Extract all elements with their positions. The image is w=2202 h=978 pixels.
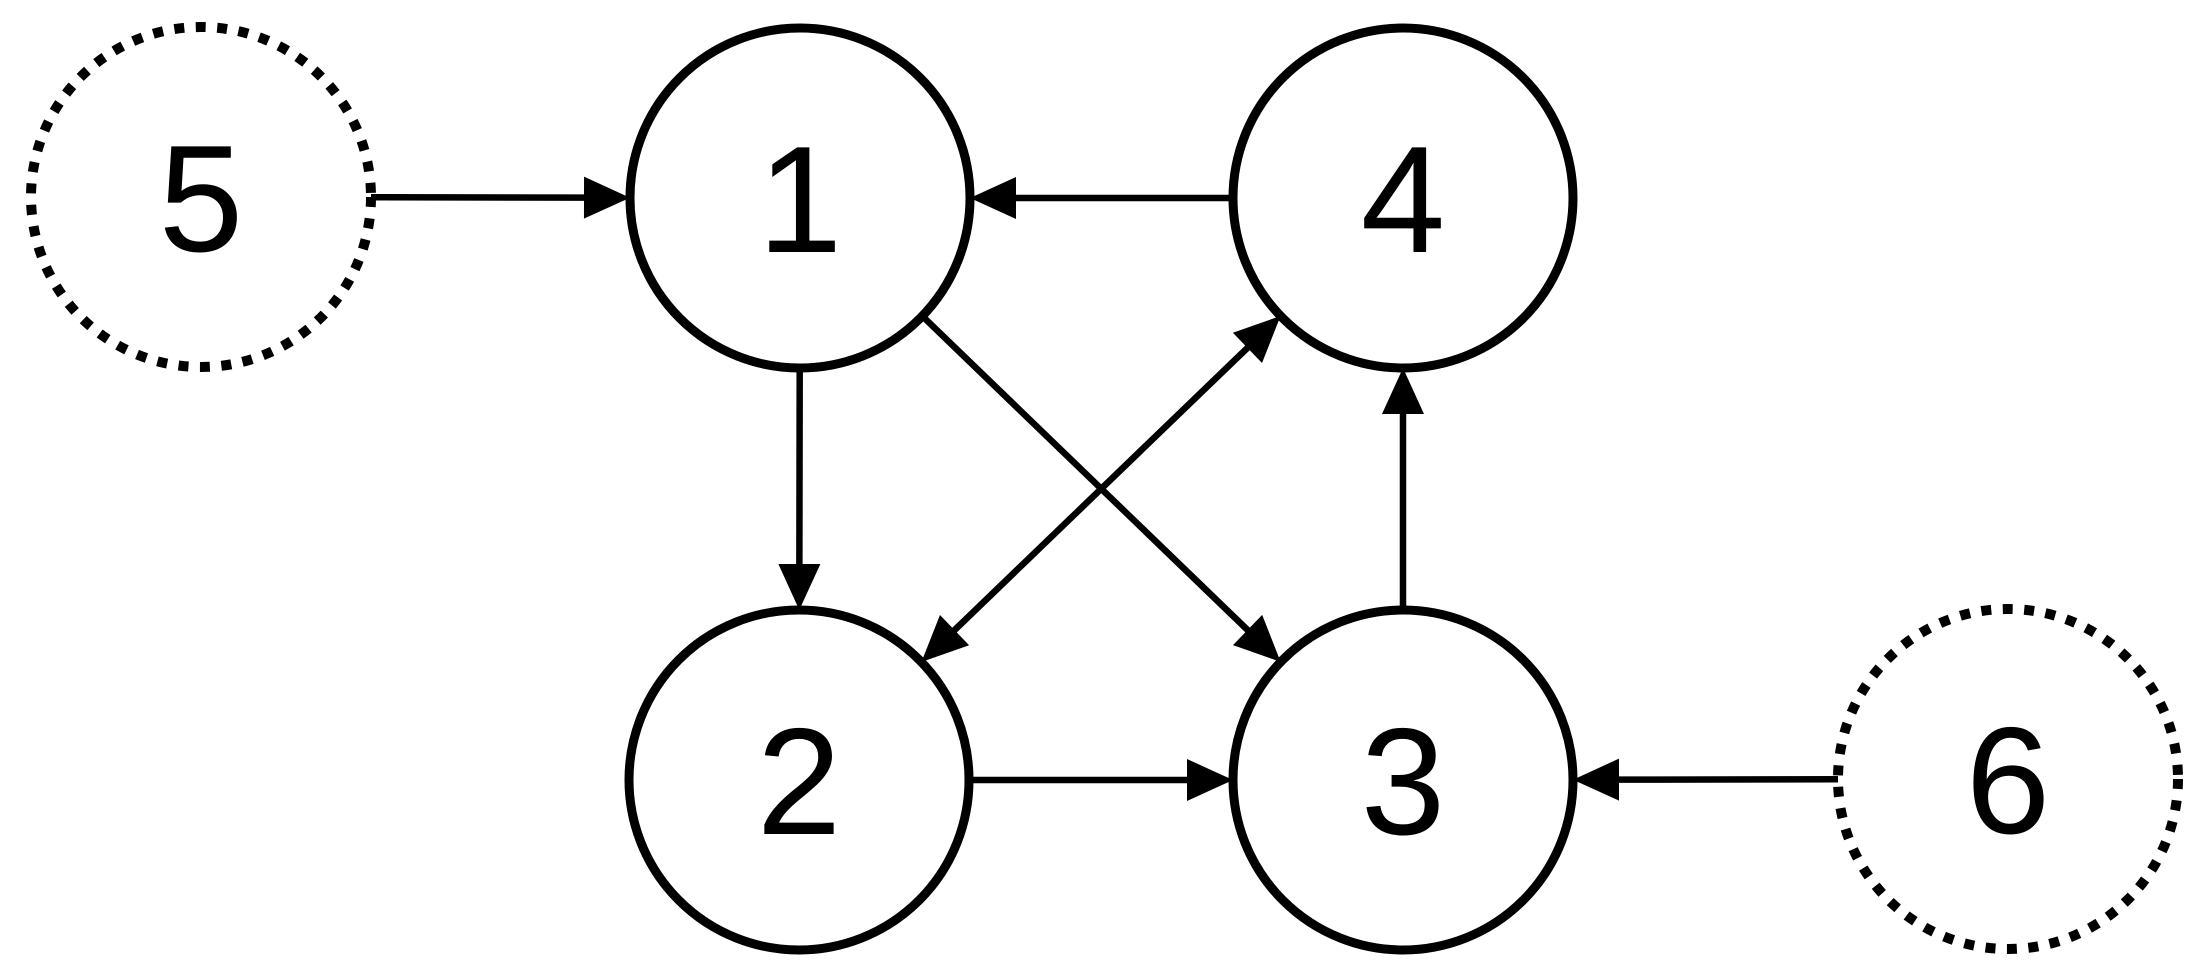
arrowhead-into-node-2 — [921, 615, 970, 663]
arrowhead-into-node-1 — [970, 177, 1016, 219]
node-5-label: 5 — [159, 114, 244, 284]
node-5-circle — [26, 22, 376, 372]
arrowhead-into-node-3 — [1232, 614, 1281, 662]
arrowhead-into-node-3 — [1572, 758, 1620, 801]
node-4-label: 4 — [1361, 115, 1446, 285]
arrowhead-into-node-3 — [1187, 759, 1233, 801]
node-6-label: 6 — [1966, 696, 2051, 866]
arrowhead-into-node-4 — [1232, 315, 1281, 363]
node-6-circle — [1833, 604, 2183, 954]
node-2-label: 2 — [757, 697, 842, 867]
edge-1-to-3 — [920, 313, 1252, 634]
arrowhead-into-node-1 — [583, 176, 631, 219]
arrowhead-into-node-2 — [778, 563, 821, 611]
arrowhead-into-node-4 — [1382, 368, 1424, 414]
node-1-label: 1 — [758, 115, 843, 285]
node-3-label: 3 — [1361, 697, 1446, 867]
edge-2-to-4 — [950, 344, 1252, 634]
